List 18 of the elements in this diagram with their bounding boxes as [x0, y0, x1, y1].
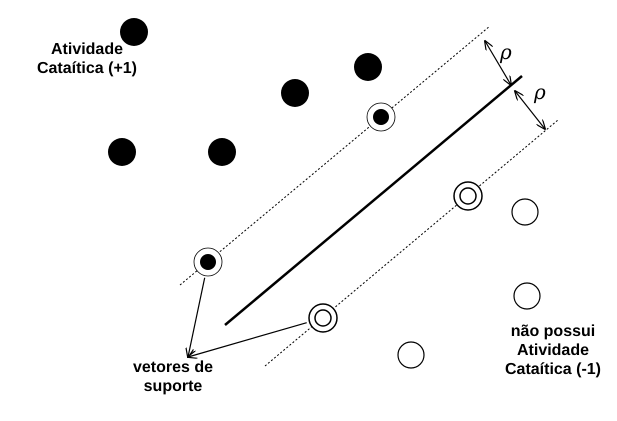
margin-symbol: ρ	[534, 80, 546, 104]
class-label: Atividade Cataítica (+1)	[36, 40, 138, 78]
filled-data-point	[107, 137, 137, 167]
class-label: não possui Atividade Cataítica (-1)	[504, 322, 602, 379]
margin-symbol: ρ	[500, 40, 512, 64]
support-vector-point	[452, 180, 484, 212]
support-vector-point	[193, 247, 223, 277]
hollow-data-point	[513, 282, 541, 310]
leader-arrow	[186, 322, 307, 359]
support-vector-point	[307, 302, 339, 334]
annotation-text: vetores de suporte	[118, 358, 228, 398]
hollow-data-point	[511, 198, 539, 226]
leader-arrow	[185, 278, 206, 359]
filled-data-point	[207, 137, 237, 167]
filled-data-point	[280, 78, 310, 108]
filled-data-point	[353, 52, 383, 82]
hollow-data-point	[397, 341, 425, 369]
support-vector-point	[366, 102, 396, 132]
